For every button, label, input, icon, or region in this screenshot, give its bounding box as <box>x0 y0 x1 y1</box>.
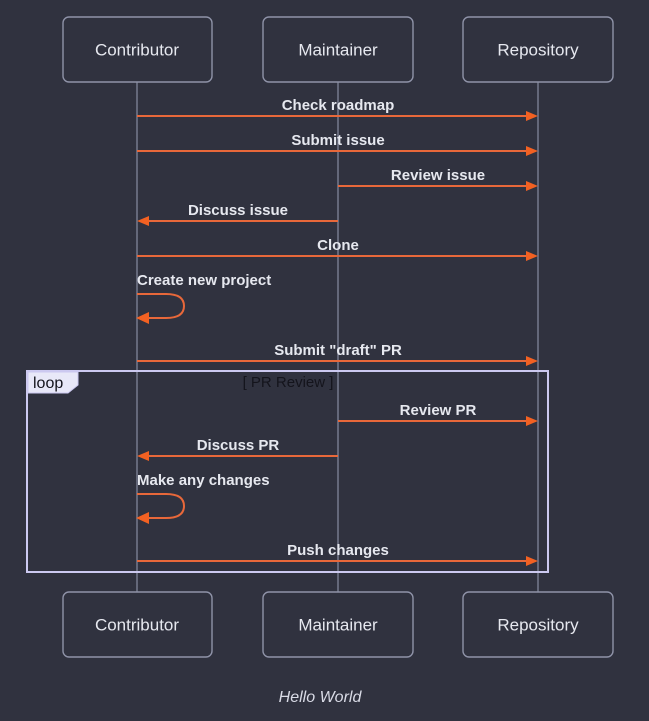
actor-header-repository[interactable]: Repository <box>462 16 614 83</box>
actor-footer-contributor[interactable]: Contributor <box>62 591 213 658</box>
message-selfloop-create-new-project <box>137 293 186 319</box>
message-check-roadmap[interactable]: Check roadmap <box>137 97 538 121</box>
arrowhead-right-push-changes <box>526 556 538 566</box>
message-create-new-project[interactable]: Create new project <box>136 272 271 324</box>
actor-box-repository-bottom[interactable] <box>462 591 614 658</box>
arrowhead-left-discuss-pr <box>137 451 149 461</box>
message-label-push-changes: Push changes <box>287 542 389 559</box>
loop-fragment[interactable]: loop [ PR Review ] <box>26 370 549 573</box>
actor-box-contributor-bottom[interactable] <box>62 591 213 658</box>
message-label-check-roadmap: Check roadmap <box>282 97 395 114</box>
message-make-any-changes[interactable]: Make any changes <box>136 472 270 524</box>
loop-condition-label: [ PR Review ] <box>243 374 334 391</box>
loop-badge-label: loop <box>33 375 63 392</box>
actor-label-repository-bottom: Repository <box>497 615 579 634</box>
arrowhead-left-create-new-project <box>136 312 149 324</box>
actor-label-maintainer-top: Maintainer <box>298 40 378 59</box>
message-label-submit-draft-pr: Submit "draft" PR <box>274 342 402 359</box>
actor-footer-maintainer[interactable]: Maintainer <box>262 591 414 658</box>
arrowhead-right-clone <box>526 251 538 261</box>
actor-header-maintainer[interactable]: Maintainer <box>262 16 414 83</box>
arrowhead-right-check-roadmap <box>526 111 538 121</box>
arrowhead-right-submit-issue <box>526 146 538 156</box>
message-label-review-issue: Review issue <box>391 167 485 184</box>
message-clone[interactable]: Clone <box>137 237 538 261</box>
message-submit-draft-pr[interactable]: Submit "draft" PR <box>137 342 538 366</box>
diagram-caption: Hello World <box>279 689 363 706</box>
actor-label-contributor-top: Contributor <box>95 40 179 59</box>
message-push-changes[interactable]: Push changes <box>137 542 538 566</box>
actor-box-repository-top[interactable] <box>462 16 614 83</box>
actor-footer-repository[interactable]: Repository <box>462 591 614 658</box>
message-label-create-new-project: Create new project <box>137 272 271 289</box>
message-label-discuss-issue: Discuss issue <box>188 202 288 219</box>
message-review-issue[interactable]: Review issue <box>338 167 538 191</box>
message-discuss-pr[interactable]: Discuss PR <box>137 437 338 461</box>
actor-box-contributor-top[interactable] <box>62 16 213 83</box>
message-label-clone: Clone <box>317 237 359 254</box>
actor-label-contributor-bottom: Contributor <box>95 615 179 634</box>
message-label-discuss-pr: Discuss PR <box>197 437 280 454</box>
message-discuss-issue[interactable]: Discuss issue <box>137 202 338 226</box>
message-submit-issue[interactable]: Submit issue <box>137 132 538 156</box>
arrowhead-right-review-pr <box>526 416 538 426</box>
message-selfloop-make-any-changes <box>137 493 186 519</box>
message-label-submit-issue: Submit issue <box>291 132 384 149</box>
loop-fragment-border <box>26 370 549 573</box>
arrowhead-left-make-any-changes <box>136 512 149 524</box>
message-label-review-pr: Review PR <box>400 402 477 419</box>
actor-header-contributor[interactable]: Contributor <box>62 16 213 83</box>
arrowhead-right-review-issue <box>526 181 538 191</box>
actor-box-maintainer-bottom[interactable] <box>262 591 414 658</box>
arrowhead-right-submit-draft-pr <box>526 356 538 366</box>
message-review-pr[interactable]: Review PR <box>338 402 538 426</box>
actor-box-maintainer-top[interactable] <box>262 16 414 83</box>
actor-label-maintainer-bottom: Maintainer <box>298 615 378 634</box>
lifelines <box>136 82 539 592</box>
loop-badge-shape <box>27 371 79 394</box>
actor-label-repository-top: Repository <box>497 40 579 59</box>
message-label-make-any-changes: Make any changes <box>137 472 270 489</box>
arrowhead-left-discuss-issue <box>137 216 149 226</box>
